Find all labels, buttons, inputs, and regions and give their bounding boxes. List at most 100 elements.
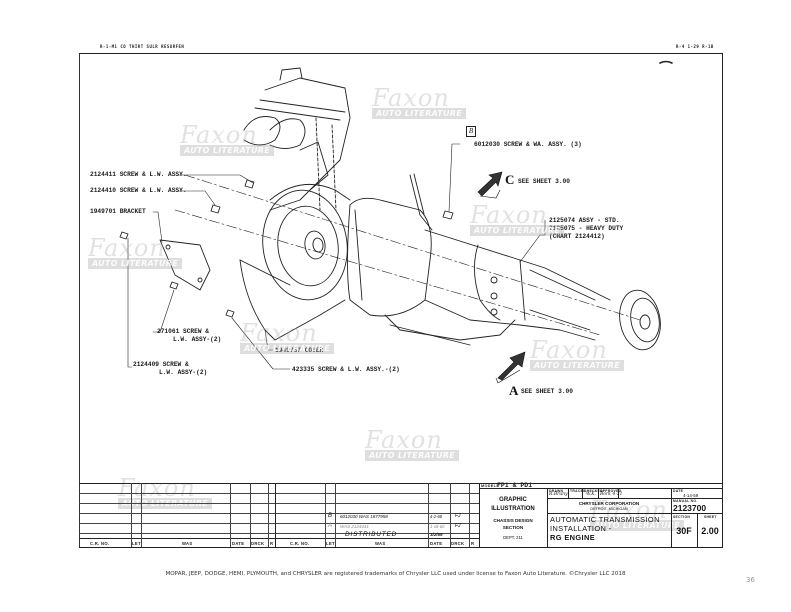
bracket [159,239,211,291]
rev-header-cr-no-2: C.R. NO. [290,541,310,546]
top-left-header: R-1-M1 CO THIRT SULR RESURFEN [100,44,185,49]
rev-header-let-2: LET [326,541,335,546]
manual-label: MANUAL NO. [673,499,698,503]
rev-grid-vline [230,483,231,547]
date-label: DATE [673,489,684,493]
view-a-text: SEE SHEET 3.00 [521,388,573,395]
revision-date: 1-18-60 [430,524,445,529]
page-number: 36 [746,576,755,584]
torque-converter [262,189,348,301]
checked-label: CHECKED [584,489,603,493]
rev-grid-vline [268,483,269,547]
dept-divider [547,488,548,547]
callout-271061-line2: L.W. ASSY-(2) [173,336,222,343]
transmission-case-top [424,229,611,301]
rev-grid-vline [335,483,336,547]
screw-2124409 [119,231,129,240]
revision-check: FJ [455,523,461,529]
dept-title-1: GRAPHIC [499,497,527,503]
signoff-vline [598,488,599,498]
rev-grid-line [79,513,479,514]
revision-let: B [328,513,333,519]
rev-header-date: DATE [232,541,245,546]
callout-2124409-line1: 2124409 SCREW & [133,361,189,368]
rev-grid-line [79,533,479,534]
dept-title-2: ILLUSTRATION [491,506,535,512]
rev-grid-vline [275,483,276,547]
callout-2125074: 2125074 ASSY - STD.2125075 - HEAVY DUTY(… [549,217,623,241]
rev-grid-vline [325,483,326,547]
traced-label: TRACED [570,489,586,493]
right-col-divider [671,488,672,547]
screw-423335 [225,309,235,318]
callout-2125074-line3: (CHART 2124412) [549,233,605,240]
callout-2125074-line2: 2125075 - HEAVY DUTY [549,225,624,232]
rev-header-drck: DRCK [251,541,265,546]
drawing-frame [79,53,723,548]
rev-grid-vline [141,483,142,547]
revision-was: 6012030 WAS 1877958 [340,514,388,519]
company-name: CHRYSLER CORPORATION [578,501,640,506]
company-location: DETROIT, MICHIGAN [590,507,628,511]
view-c-text: SEE SHEET 3.00 [518,178,570,185]
signoff-vline [568,488,569,498]
rev-header-cr-no: C.R. NO. [90,541,110,546]
revision-check: FJ [455,513,461,519]
rev-header-was-2: WAS [375,541,386,546]
rev-header-was: WAS [182,541,193,546]
rev-grid-vline [250,483,251,547]
callout-1949767: 1949767 COVER [275,347,324,354]
section-label: SECTION [673,515,691,519]
revision-was: DISTRIBUTED [345,531,398,538]
oil-pan [384,314,516,341]
callout-1949701: 1949701 BRACKET [90,208,146,215]
dept-sub-1: CHASSIS DESIGN [493,518,533,523]
rev-header-date-2: DATE [430,541,443,546]
signoff-vline [618,488,619,498]
screw-6012030 [442,210,454,220]
screw-2124411 [244,179,255,189]
drawing-title-line3: RG ENGINE [550,533,596,542]
callout-2124411: 2124411 SCREW & L.W. ASSY. [90,171,187,178]
callout-271061: 271061 SCREW &L.W. ASSY-(2) [157,328,221,344]
drawn-label: DRAWN [549,489,564,493]
bell-housing [347,197,432,317]
rev-grid-line [79,538,479,539]
date-value: 4-14-59 [683,493,699,498]
rev-grid-vline [479,483,480,547]
section-sheet-divider [697,513,698,547]
drawn-signature: R.Bruny [549,492,568,497]
trademark-footer: MOPAR, JEEP, DODGE, HEMI, PLYMOUTH, and … [165,571,626,577]
callout-2125074-line1: 2125074 ASSY - STD. [549,217,620,224]
rev-grid-line [79,503,479,504]
frame-mark [659,60,673,64]
converter-cover [239,259,346,341]
revision-date: 4-2-60 [430,514,443,519]
engine-block-outline [264,77,351,211]
screw-2124410 [210,204,221,214]
revision-date: 3/2/59 [430,532,443,537]
callout-2124409-line2: L.W. ASSY-(2) [159,369,208,376]
dept-sub-2: SECTION [502,525,524,530]
manual-value: 2123700 [673,503,707,513]
signoff-vline [582,488,583,498]
dipstick-tube [409,174,433,231]
engine-cap [279,67,303,81]
rev-grid-line [79,493,479,494]
callout-2124409: 2124409 SCREW &L.W. ASSY-(2) [133,361,207,377]
approved-label: APPROVED [600,489,622,493]
exhaust-manifold [243,116,281,146]
models-label: MODELS [481,484,500,488]
rev-grid-vline [469,483,470,547]
view-c-letter: C [505,172,515,187]
screw-271061 [169,281,179,290]
rev-header-drck-2: DRCK [451,541,465,546]
models-value: FP1 & PD1 [497,482,533,489]
revision-badge-b: B [466,126,476,137]
callout-2124410: 2124410 SCREW & L.W. ASSY. [90,187,187,194]
signoff-rule [547,498,671,499]
drawing-title-line2: INSTALLATION - [550,524,612,533]
dept-number: DEPT. 211 [503,535,523,540]
title-rule [547,513,723,514]
